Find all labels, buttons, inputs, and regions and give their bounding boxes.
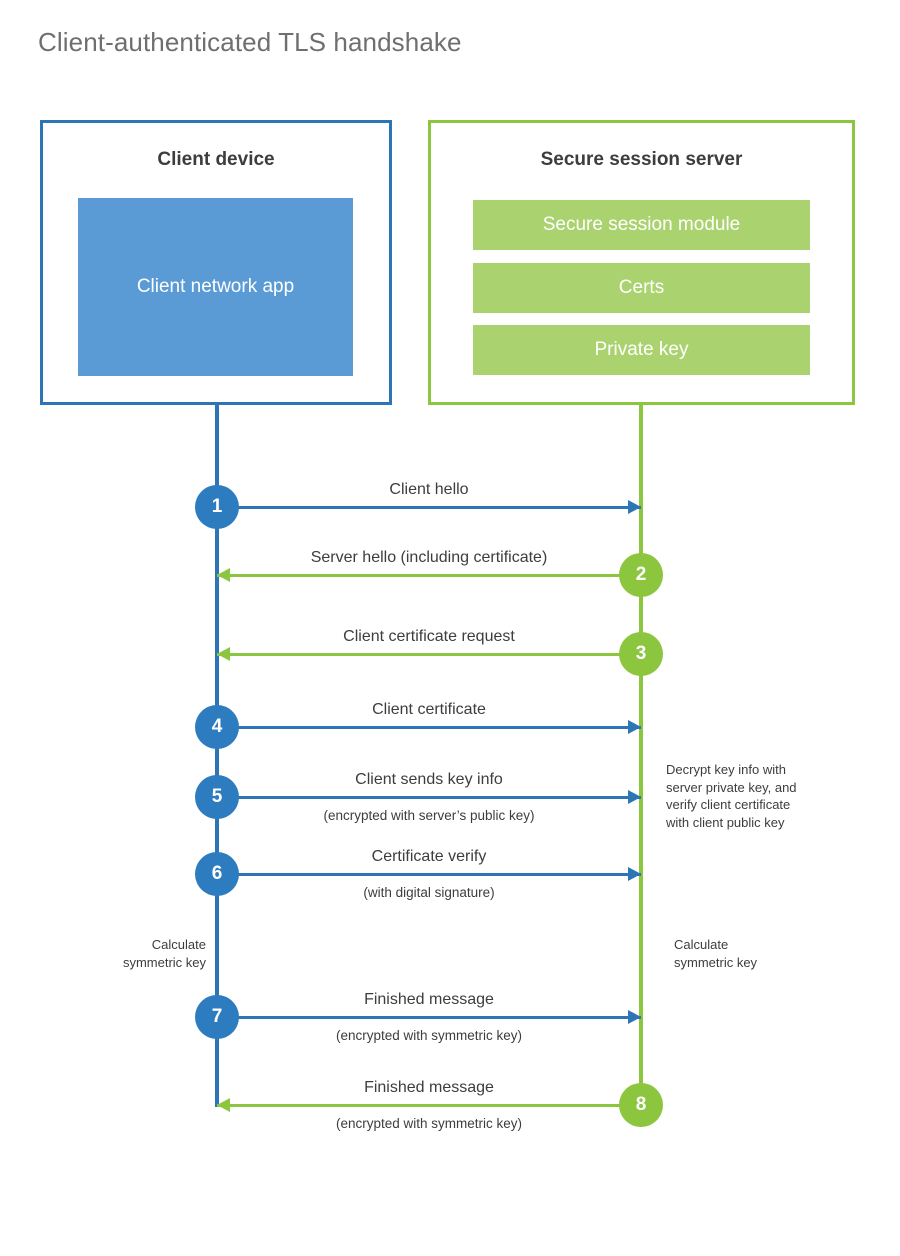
step-badge-8[interactable]: 8	[619, 1083, 663, 1127]
step-badge-6[interactable]: 6	[195, 852, 239, 896]
arrowhead-6	[628, 867, 641, 881]
message-label-8: Finished message	[364, 1079, 494, 1096]
message-line-4	[217, 726, 641, 729]
arrowhead-2	[217, 568, 230, 582]
message-label-5: Client sends key info	[355, 771, 503, 788]
message-label-6: Certificate verify	[371, 848, 487, 865]
arrowhead-8	[217, 1098, 230, 1112]
secure-session-server-box: Secure session server Secure session mod…	[428, 120, 855, 405]
client-device-box: Client device Client network app	[40, 120, 392, 405]
server-module-secure-session-module: Secure session module	[473, 200, 810, 250]
message-sublabel-8: (encrypted with symmetric key)	[335, 1116, 523, 1131]
secure-session-server-title: Secure session server	[540, 149, 743, 170]
arrowhead-7	[628, 1010, 641, 1024]
client-network-app-block: Client network app	[78, 198, 353, 376]
message-label-7: Finished message	[364, 991, 494, 1008]
message-line-2	[217, 574, 641, 577]
client-lifeline	[215, 402, 219, 1107]
step-badge-4[interactable]: 4	[195, 705, 239, 749]
message-sublabel-7: (encrypted with symmetric key)	[335, 1028, 523, 1043]
step-badge-5[interactable]: 5	[195, 775, 239, 819]
server-module-private-key: Private key	[473, 325, 810, 375]
arrowhead-4	[628, 720, 641, 734]
arrowhead-3	[217, 647, 230, 661]
page-title: Client-authenticated TLS handshake	[38, 27, 462, 57]
step-badge-7[interactable]: 7	[195, 995, 239, 1039]
message-line-3	[217, 653, 641, 656]
message-label-1: Client hello	[389, 481, 469, 498]
step-badge-2[interactable]: 2	[619, 553, 663, 597]
message-label-4: Client certificate	[372, 701, 486, 718]
note-client-calculate-symmetric-key: Calculate symmetric key	[122, 937, 206, 970]
arrowhead-5	[628, 790, 641, 804]
note-server-decrypt: Decrypt key info with server private key…	[666, 762, 797, 830]
message-sublabel-5: (encrypted with server’s public key)	[323, 808, 535, 823]
message-line-8	[217, 1104, 641, 1107]
message-label-3: Client certificate request	[343, 628, 515, 645]
message-line-5	[217, 796, 641, 799]
message-label-2: Server hello (including certificate)	[310, 549, 548, 566]
arrowhead-1	[628, 500, 641, 514]
message-sublabel-6: (with digital signature)	[363, 885, 495, 900]
client-device-title: Client device	[157, 149, 275, 170]
server-lifeline	[639, 402, 643, 1107]
note-server-calculate-symmetric-key: Calculate symmetric key	[674, 937, 758, 970]
message-line-6	[217, 873, 641, 876]
server-module-certs: Certs	[473, 263, 810, 313]
message-line-1	[217, 506, 641, 509]
step-badge-1[interactable]: 1	[195, 485, 239, 529]
message-line-7	[217, 1016, 641, 1019]
step-badge-3[interactable]: 3	[619, 632, 663, 676]
